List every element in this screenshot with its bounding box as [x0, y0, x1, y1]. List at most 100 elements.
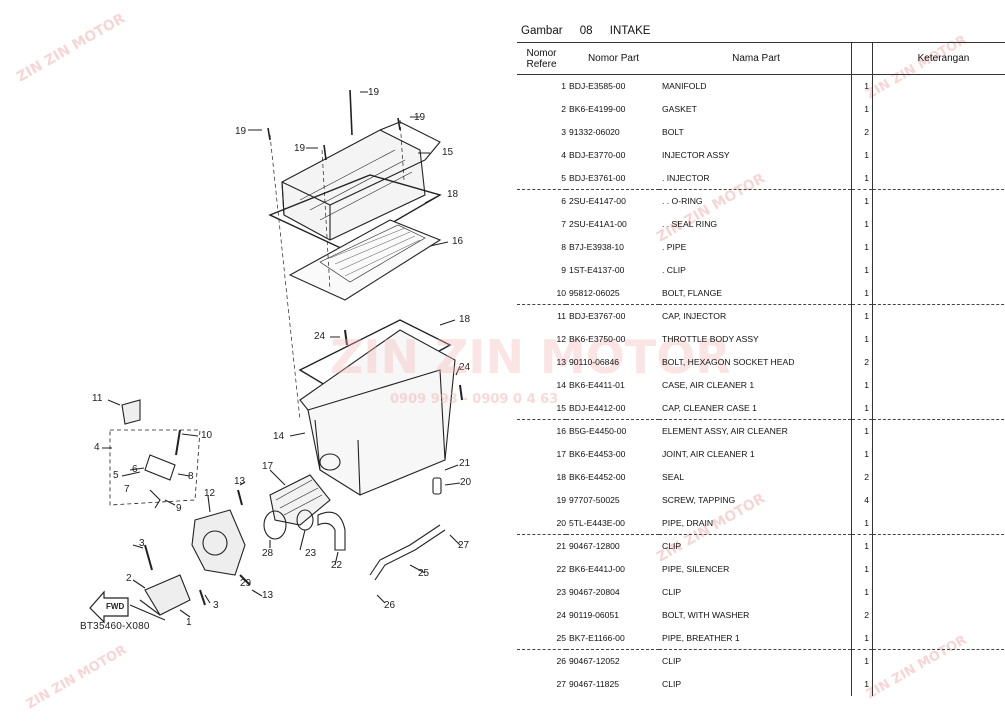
- callout-24b: 24: [459, 362, 471, 373]
- part-name: PIPE, DRAIN: [659, 511, 852, 535]
- part-name: CLIP: [659, 580, 852, 604]
- ref-number: 5: [561, 172, 566, 183]
- callout-16: 16: [452, 236, 464, 247]
- callout-5: 5: [113, 470, 119, 481]
- part-number: 90110-06846: [569, 356, 620, 367]
- parts-table: Nomor Refere Nomor Part Nama Part Ketera…: [517, 42, 1005, 696]
- part-number: 2SU-E4147-00: [566, 188, 659, 213]
- remarks: [873, 213, 1005, 236]
- part-name: PIPE, SILENCER: [659, 557, 852, 581]
- part-number: BDJ-E3770-00: [569, 149, 626, 160]
- callout-26: 26: [384, 600, 396, 611]
- quantity: 1: [851, 327, 873, 351]
- part-number: B7J-E3938-10: [569, 241, 624, 252]
- remarks: [873, 351, 1005, 374]
- remarks: [873, 75, 1005, 98]
- part-number: 90119-06051: [569, 609, 620, 620]
- quantity: 1: [851, 418, 873, 443]
- part-number: 1ST-E4137-00: [569, 264, 625, 275]
- callout-22: 22: [331, 560, 343, 571]
- ref-number: 20: [556, 517, 566, 528]
- callout-20: 20: [460, 477, 472, 488]
- ref-number: 27: [556, 679, 566, 690]
- part-name: CAP, INJECTOR: [659, 303, 852, 328]
- part-name: JOINT, AIR CLEANER 1: [659, 442, 852, 466]
- callout-18b: 18: [459, 314, 471, 325]
- quantity: 1: [851, 188, 873, 213]
- remarks: [873, 98, 1005, 121]
- part-number: 97707-50025: [569, 494, 620, 505]
- ref-number: 7: [561, 219, 566, 230]
- quantity: 4: [851, 488, 873, 512]
- col-header-no: Nomor Refere: [517, 42, 566, 75]
- quantity: 1: [851, 442, 873, 466]
- remarks: [873, 466, 1005, 489]
- part-name: ELEMENT ASSY, AIR CLEANER: [659, 418, 852, 443]
- remarks: [873, 328, 1005, 351]
- part-number: 90467-20804: [569, 586, 620, 597]
- part-name: SEAL: [659, 465, 852, 489]
- fwd-arrow: [89, 590, 129, 624]
- air-cleaner-element: [288, 219, 442, 301]
- callout-18a: 18: [447, 189, 459, 200]
- quantity: 1: [851, 74, 873, 98]
- col-header-note: Keterangan: [872, 42, 1005, 75]
- remarks: [873, 488, 1005, 511]
- part-name: MANIFOLD: [659, 74, 852, 98]
- ref-number: 8: [561, 241, 566, 252]
- ref-number: 4: [561, 149, 566, 160]
- part-name: CLIP: [659, 672, 852, 696]
- ref-number: 21: [517, 533, 566, 558]
- ref-number: 22: [556, 564, 566, 575]
- remarks: [872, 418, 1005, 443]
- remarks: [873, 511, 1005, 534]
- ref-number: 12: [556, 334, 566, 345]
- fwd-label: FWD: [106, 602, 125, 611]
- remarks: [873, 236, 1005, 259]
- callout-12: 12: [204, 488, 216, 499]
- callout-8: 8: [188, 471, 194, 482]
- part-name: PIPE, BREATHER 1: [659, 626, 852, 650]
- remarks: [872, 648, 1005, 673]
- quantity: 1: [851, 281, 873, 305]
- part-number: BDJ-E3761-00: [569, 172, 626, 183]
- gambar-name: INTAKE: [609, 25, 651, 37]
- remarks: [873, 443, 1005, 466]
- callout-10: 10: [201, 430, 213, 441]
- manifold: [144, 574, 191, 616]
- callout-23: 23: [305, 548, 317, 559]
- part-name: . CLIP: [659, 258, 852, 282]
- callout-17: 17: [262, 461, 274, 472]
- remarks: [873, 673, 1005, 696]
- quantity: 1: [851, 580, 873, 604]
- table-header: Nomor Refere Nomor Part Nama Part Ketera…: [517, 42, 1005, 75]
- ref-number: 15: [556, 402, 566, 413]
- quantity: 1: [851, 166, 873, 190]
- part-name: . INJECTOR: [659, 166, 852, 190]
- remarks: [873, 396, 1005, 419]
- part-name: CASE, AIR CLEANER 1: [659, 373, 852, 397]
- ref-number: 17: [556, 449, 566, 460]
- part-name: CAP, CLEANER CASE 1: [659, 396, 852, 420]
- part-name: BOLT, FLANGE: [659, 281, 852, 305]
- callout-13b: 13: [262, 590, 274, 601]
- col-header-code: Nomor Part: [566, 42, 659, 75]
- part-name: INJECTOR ASSY: [659, 143, 852, 167]
- part-number: BK6-E4199-00: [569, 104, 626, 115]
- part-name: THROTTLE BODY ASSY: [659, 327, 852, 351]
- figure-code: BT35460-X080: [80, 621, 150, 632]
- ref-number: 1: [561, 81, 566, 92]
- injector: [144, 454, 176, 481]
- callout-6: 6: [132, 464, 138, 475]
- ref-number: 19: [556, 494, 566, 505]
